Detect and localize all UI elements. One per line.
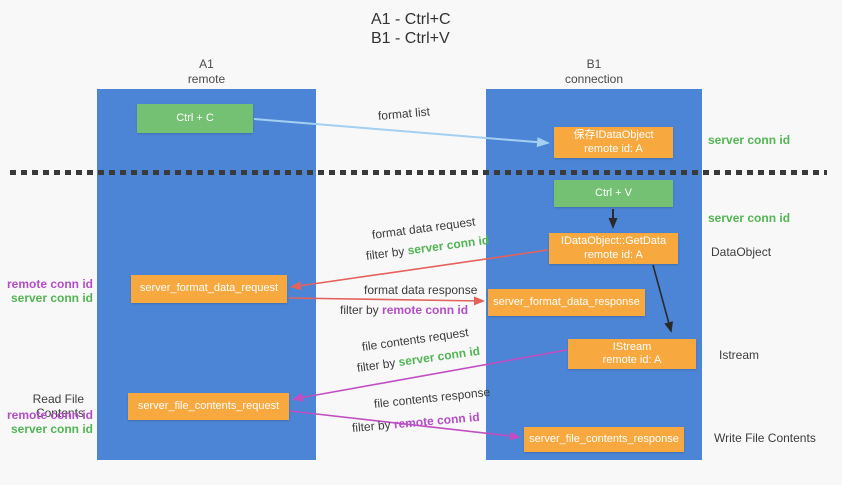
left-read-file-contents-label: Read File Contents: [32, 392, 84, 420]
right-dataobject-label: DataObject: [711, 245, 772, 259]
format-data-response-arrow: [288, 296, 485, 306]
server-conn-id-text: server conn id: [406, 232, 490, 258]
remote-conn-id-text: remote conn id: [382, 303, 469, 317]
left-server-conn-id-top-label: server conn id: [10, 290, 93, 305]
left-read-file-contents-group: Read File Contents: [0, 392, 84, 420]
node-save-idataobject-line2: remote id: A: [584, 142, 643, 155]
filter-by-text: filter by: [356, 355, 397, 375]
node-server-format-data-request-label: server_format_data_request: [139, 282, 279, 295]
left-conn-id-group-top: remote conn id server conn id: [0, 277, 93, 305]
file-contents-response-filter-label: filter by remote conn id: [351, 410, 480, 435]
column-a1-role: remote: [187, 72, 226, 86]
server-conn-id-text: server conn id: [397, 343, 481, 370]
file-contents-response-label: file contents response: [373, 384, 491, 411]
format-list-label: format list: [377, 104, 431, 123]
node-ctrl-c-label: Ctrl + C: [176, 111, 214, 124]
title-line-b1: B1 - Ctrl+V: [371, 30, 450, 47]
right-server-conn-id-mid-label: server conn id: [708, 211, 791, 225]
right-server-conn-id-top-label: server conn id: [708, 133, 791, 147]
node-server-format-data-response: server_format_data_response: [488, 289, 645, 316]
node-save-idataobject-line1: 保存IDataObject: [573, 129, 654, 141]
node-ctrl-v-label: Ctrl + V: [595, 186, 632, 199]
node-server-file-contents-response: server_file_contents_response: [524, 427, 684, 452]
node-ctrl-v: Ctrl + V: [554, 180, 673, 207]
node-istream-line1: IStream: [612, 340, 652, 353]
node-istream: IStream remote id: A: [568, 339, 696, 369]
right-istream-label: Istream: [719, 348, 760, 362]
remote-conn-id-text: remote conn id: [393, 409, 481, 432]
column-header-b1: B1 connection: [486, 57, 702, 87]
node-getdata-line2: remote id: A: [584, 248, 643, 261]
column-b1-role: connection: [564, 72, 624, 86]
left-server-conn-id-bottom-label: server conn id: [10, 421, 93, 436]
node-server-file-contents-request: server_file_contents_request: [128, 393, 289, 420]
node-getdata-line1: IDataObject::GetData: [560, 235, 667, 247]
node-server-format-data-request: server_format_data_request: [131, 275, 287, 303]
filter-by-text: filter by: [340, 303, 379, 317]
node-idataobject-getdata: IDataObject::GetData remote id: A: [549, 233, 678, 264]
left-conn-id-group-bottom: remote conn id server conn id: [0, 408, 93, 436]
column-b1-id: B1: [586, 57, 602, 71]
left-remote-conn-id-top-label: remote conn id: [6, 277, 93, 291]
diagram-title: A1 - Ctrl+C B1 - Ctrl+V: [371, 10, 451, 48]
filter-by-text: filter by: [351, 417, 392, 435]
format-data-response-filter-label: filter by remote conn id: [340, 303, 468, 317]
right-write-file-contents-label: Write File Contents: [714, 431, 816, 445]
node-ctrl-c: Ctrl + C: [137, 104, 253, 133]
format-data-response-label: format data response: [364, 283, 478, 297]
column-header-a1: A1 remote: [97, 57, 316, 87]
node-server-format-data-response-label: server_format_data_response: [493, 295, 640, 308]
node-istream-line2: remote id: A: [602, 354, 662, 366]
filter-by-text: filter by: [365, 244, 406, 263]
node-server-file-contents-response-label: server_file_contents_response: [529, 432, 679, 445]
phase-divider-dotted-line: [10, 170, 827, 175]
column-a1-id: A1: [199, 57, 214, 71]
left-remote-conn-id-bottom-label: remote conn id: [6, 408, 93, 422]
title-line-a1: A1 - Ctrl+C: [371, 11, 451, 28]
node-server-file-contents-request-label: server_file_contents_request: [137, 399, 280, 412]
node-save-idataobject: 保存IDataObject remote id: A: [554, 127, 673, 158]
